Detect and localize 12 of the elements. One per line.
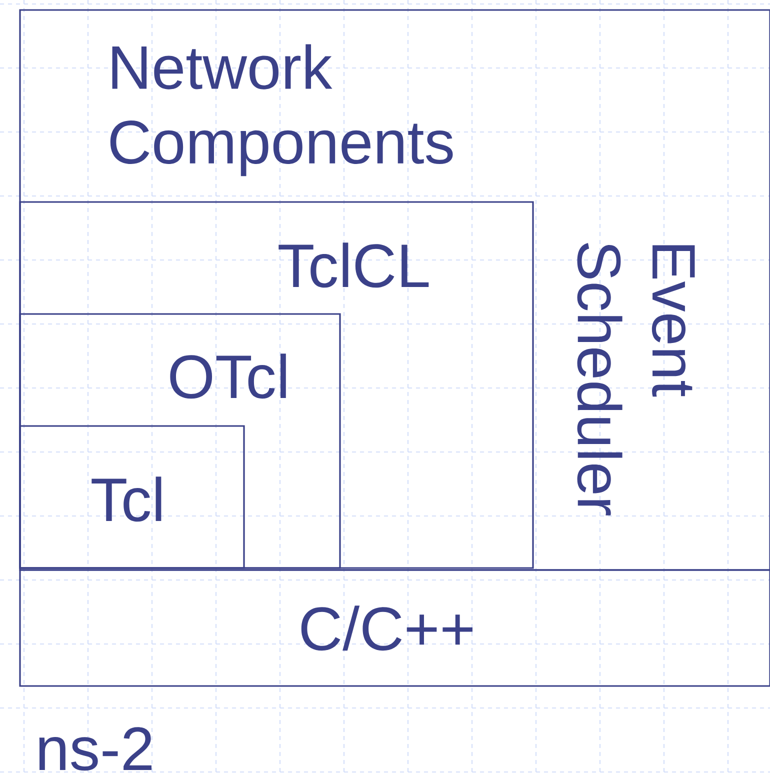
layer-box xyxy=(19,313,341,569)
box-label: Tcl xyxy=(92,476,162,522)
box-label: OTcl xyxy=(170,354,286,399)
box-label: TclCL xyxy=(278,242,429,288)
layer-box xyxy=(19,569,770,687)
box-label: C/C++ xyxy=(301,606,472,651)
layer-box xyxy=(19,201,534,569)
box-label: Event Scheduler xyxy=(577,243,695,516)
diagram-label: ns-2 xyxy=(39,727,152,771)
layer-box xyxy=(19,9,770,571)
layer-box xyxy=(19,425,245,569)
box-label: Network Components xyxy=(110,44,453,176)
